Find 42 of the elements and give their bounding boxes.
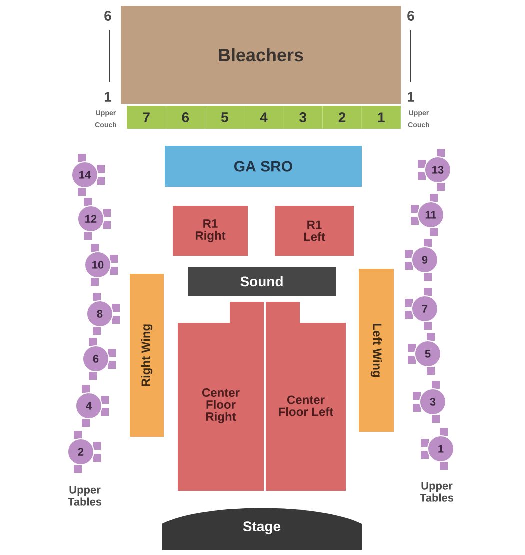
couch-section: 4 [244,106,284,129]
table: 7 [405,288,438,330]
couch-section: 1 [362,106,401,129]
table: 10 [84,244,118,286]
node-label: 6 [182,112,190,122]
couch-section: 3 [284,106,323,129]
node-label: 4 [260,112,268,122]
table: 12 [78,198,111,240]
bleachers-section: Bleachers [121,6,401,104]
row-number: 1 [104,92,112,102]
seating-section: R1 Right [173,206,248,256]
node-label: 5 [221,112,228,122]
node-label: 3 [300,112,306,122]
couch-section: 6 [166,106,206,129]
wing-section: Left Wing [359,269,394,432]
area-label: Upper Tables [420,482,454,502]
node-label: 2 [338,112,346,122]
node-label: 7 [143,112,150,122]
couch-section: 2 [322,106,362,129]
floor-section: Center Floor Right [178,302,264,491]
floor-section: Center Floor Left [266,302,346,491]
couch-section: 5 [205,106,244,129]
stage: Stage [162,508,362,550]
wing-section: Right Wing [130,274,164,437]
node-label: 1 [378,112,385,122]
area-label: Upper Tables [68,486,102,506]
row-number: 1 [408,92,414,102]
table: 13 [418,149,452,191]
table: 9 [405,239,438,281]
sound-booth: Sound [188,267,336,296]
table: 14 [72,154,105,196]
table: 2 [68,431,101,473]
standing-section: GA SRO [165,146,362,187]
table: 4 [76,385,109,427]
table: 3 [413,381,446,423]
table: 11 [411,194,444,236]
table: 6 [82,338,116,380]
couch-section: 7 [127,106,166,129]
table: 8 [86,293,120,335]
seating-section: R1 Left [275,206,354,256]
table: 5 [408,333,442,375]
table: 1 [421,428,454,470]
